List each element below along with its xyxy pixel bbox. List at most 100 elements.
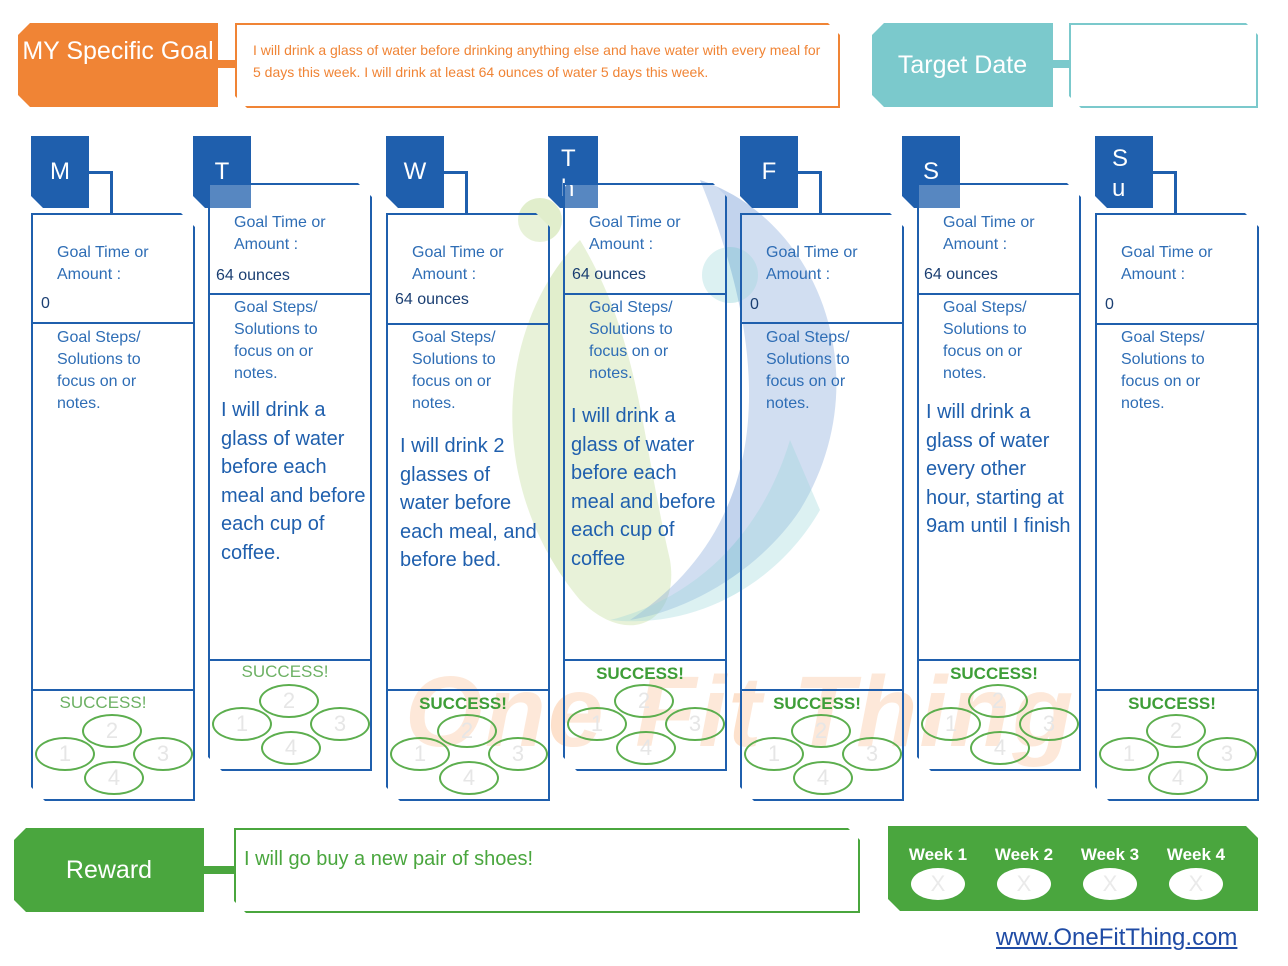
day-tab-friday: F [740, 136, 798, 208]
goal-notes[interactable]: I will drink 2 glasses of water before e… [400, 435, 537, 571]
goal-amount[interactable]: 64 ounces [395, 291, 469, 308]
goal-notes[interactable]: I will drink a glass of water every othe… [926, 401, 1071, 537]
week-4-check[interactable]: X [1169, 868, 1223, 900]
goal-steps-label: Goal Steps/ Solutions to focus on or not… [943, 299, 1027, 382]
success-circle-2[interactable]: 2 [259, 684, 319, 718]
goal-notes[interactable]: I will drink a glass of water before eac… [571, 405, 716, 570]
success-circle-1[interactable]: 1 [1099, 737, 1159, 771]
success-circle-2[interactable]: 2 [791, 714, 851, 748]
week-2-check[interactable]: X [997, 868, 1051, 900]
divider [1097, 689, 1257, 691]
success-circle-3[interactable]: 3 [1197, 737, 1257, 771]
reward-label: Reward [14, 828, 204, 912]
success-circle-4[interactable]: 4 [616, 731, 676, 765]
goal-amount[interactable]: 64 ounces [924, 266, 998, 283]
goal-steps-label: Goal Steps/ Solutions to focus on or not… [412, 329, 496, 412]
divider [565, 293, 725, 295]
day-tab-thursday: Th [548, 136, 598, 208]
goal-time-label: Goal Time or Amount : [412, 244, 504, 283]
success-circle-2[interactable]: 2 [82, 714, 142, 748]
day-card-monday: Goal Time or Amount : 0 Goal Steps/ Solu… [31, 213, 195, 801]
goal-steps-label: Goal Steps/ Solutions to focus on or not… [234, 299, 318, 382]
divider [742, 322, 902, 324]
success-label: SUCCESS! [241, 662, 329, 681]
week-3-check[interactable]: X [1083, 868, 1137, 900]
success-circle-1[interactable]: 1 [567, 707, 627, 741]
day-card-wednesday: Goal Time or Amount : 64 ounces Goal Ste… [386, 213, 550, 801]
goal-steps-label: Goal Steps/ Solutions to focus on or not… [766, 329, 850, 412]
success-label: SUCCESS! [773, 694, 861, 713]
success-circle-3[interactable]: 3 [842, 737, 902, 771]
success-label: SUCCESS! [596, 664, 684, 683]
goal-time-label: Goal Time or Amount : [1121, 244, 1213, 283]
weeks-panel: Week 1 X Week 2 X Week 3 X Week 4 X [888, 826, 1258, 911]
day-card-thursday: Goal Time or Amount : 64 ounces Goal Ste… [563, 183, 727, 771]
day-connector [444, 171, 468, 214]
goal-steps-label: Goal Steps/ Solutions to focus on or not… [1121, 329, 1205, 412]
goal-amount[interactable]: 64 ounces [572, 266, 646, 283]
goal-label: MY Specific Goal [18, 23, 218, 107]
success-circle-1[interactable]: 1 [744, 737, 804, 771]
divider [742, 689, 902, 691]
success-circle-4[interactable]: 4 [1148, 761, 1208, 795]
goal-amount[interactable]: 0 [41, 295, 50, 312]
goal-time-label: Goal Time or Amount : [234, 214, 326, 253]
day-tab-monday: M [31, 136, 89, 208]
reward-text[interactable]: I will go buy a new pair of shoes! [234, 828, 860, 913]
divider [1097, 323, 1257, 325]
day-card-saturday: Goal Time or Amount : 64 ounces Goal Ste… [917, 183, 1081, 771]
success-circle-4[interactable]: 4 [439, 761, 499, 795]
week-2-label: Week 2 [994, 845, 1054, 864]
target-connector [1053, 60, 1071, 68]
day-tab-tuesday: T [193, 136, 251, 208]
success-circle-4[interactable]: 4 [793, 761, 853, 795]
divider [388, 689, 548, 691]
goal-amount[interactable]: 0 [1105, 296, 1114, 313]
success-label: SUCCESS! [59, 693, 147, 712]
day-tab-wednesday: W [386, 136, 444, 208]
success-circle-2[interactable]: 2 [437, 714, 497, 748]
week-1-label: Week 1 [908, 845, 968, 864]
success-circle-2[interactable]: 2 [614, 684, 674, 718]
goal-time-label: Goal Time or Amount : [766, 244, 858, 283]
success-circle-3[interactable]: 3 [133, 737, 193, 771]
day-card-tuesday: Goal Time or Amount : 64 ounces Goal Ste… [208, 183, 372, 771]
goal-text[interactable]: I will drink a glass of water before dri… [235, 23, 840, 108]
goal-time-label: Goal Time or Amount : [943, 214, 1035, 253]
target-date-label: Target Date [872, 23, 1053, 107]
success-label: SUCCESS! [1128, 694, 1216, 713]
goal-amount[interactable]: 0 [750, 296, 759, 313]
success-circle-1[interactable]: 1 [35, 737, 95, 771]
target-date-field[interactable] [1069, 23, 1258, 108]
divider [565, 659, 725, 661]
success-circle-1[interactable]: 1 [212, 707, 272, 741]
success-label: SUCCESS! [950, 664, 1038, 683]
goal-time-label: Goal Time or Amount : [589, 214, 681, 253]
success-circle-3[interactable]: 3 [488, 737, 548, 771]
divider [33, 322, 193, 324]
day-connector [1153, 171, 1177, 214]
success-circle-3[interactable]: 3 [665, 707, 725, 741]
website-link[interactable]: www.OneFitThing.com [996, 924, 1238, 951]
success-circle-2[interactable]: 2 [968, 684, 1028, 718]
goal-connector [218, 60, 236, 68]
day-connector [798, 171, 822, 214]
success-circle-3[interactable]: 3 [1019, 707, 1079, 741]
success-circle-4[interactable]: 4 [84, 761, 144, 795]
success-circle-2[interactable]: 2 [1146, 714, 1206, 748]
day-letter: Su [1112, 145, 1129, 202]
success-circle-1[interactable]: 1 [390, 737, 450, 771]
week-1-check[interactable]: X [911, 868, 965, 900]
success-label: SUCCESS! [419, 694, 507, 713]
week-4-label: Week 4 [1166, 845, 1226, 864]
logo-watermark [512, 180, 837, 626]
divider [33, 689, 193, 691]
goal-steps-label: Goal Steps/ Solutions to focus on or not… [589, 299, 673, 382]
success-circle-3[interactable]: 3 [310, 707, 370, 741]
success-circle-4[interactable]: 4 [970, 731, 1030, 765]
success-circle-1[interactable]: 1 [921, 707, 981, 741]
day-card-sunday: Goal Time or Amount : 0 Goal Steps/ Solu… [1095, 213, 1259, 801]
goal-amount[interactable]: 64 ounces [216, 267, 290, 284]
success-circle-4[interactable]: 4 [261, 731, 321, 765]
goal-notes[interactable]: I will drink a glass of water before eac… [221, 399, 366, 564]
